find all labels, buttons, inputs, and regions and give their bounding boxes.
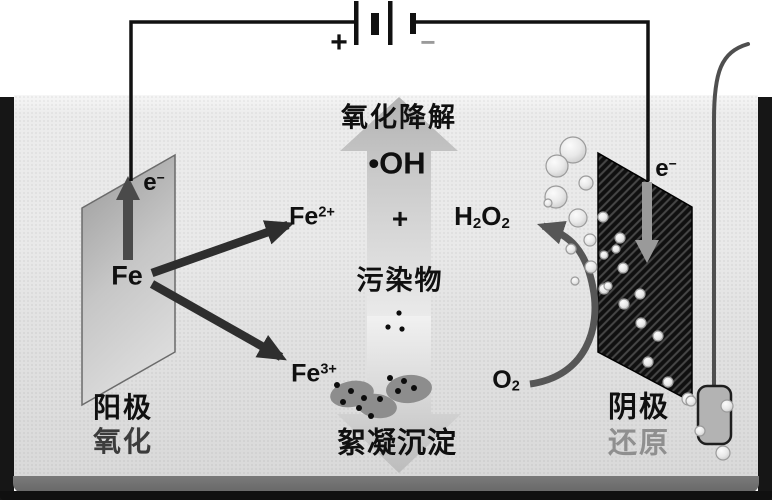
plus-label: +: [391, 203, 409, 234]
tank-wall-left: [0, 97, 14, 500]
wire-right: [416, 20, 650, 181]
electron-label-anode: e−: [143, 169, 165, 196]
flocculation-label: 絮凝沉淀: [336, 427, 458, 460]
wire-left: [129, 20, 354, 181]
battery-minus-label: −: [420, 27, 436, 57]
anode-plate: [81, 153, 176, 407]
tank-wall-right: [758, 97, 772, 500]
electron-label-cathode: e−: [655, 155, 677, 182]
sediment-layer: [13, 476, 759, 493]
battery-plate-short-1: [371, 13, 379, 35]
pollutant-dots: [385, 310, 405, 332]
battery-plate-long-2: [388, 1, 393, 45]
air-sparger: [696, 384, 733, 446]
cathode-electron-arrowhead: [635, 240, 659, 263]
anode-label: 阳极: [92, 392, 154, 423]
arrow-o2-to-h2o2: [529, 221, 599, 388]
degradation-label: 氧化降解: [341, 102, 457, 133]
battery-plus-label: +: [330, 26, 348, 59]
fe3-label: Fe3+: [291, 359, 337, 388]
tank-bottom: [0, 491, 772, 500]
battery-plate-long-1: [354, 1, 359, 45]
battery-plate-short-2: [410, 13, 416, 34]
hydroxyl-radical-label: •OH: [368, 145, 426, 181]
anode-electron-arrowhead: [116, 176, 140, 200]
pollutant-label: 污染物: [356, 265, 444, 296]
floc-blobs: [330, 374, 432, 419]
o2-label: O2: [492, 365, 520, 395]
cathode-label: 阴极: [607, 391, 671, 424]
reduction-label: 还原: [607, 427, 671, 460]
oxidation-label: 氧化: [92, 426, 154, 457]
fe2-label: Fe2+: [289, 202, 335, 231]
bubble-cluster: [543, 136, 734, 461]
iron-label: Fe: [111, 260, 143, 291]
air-tube: [712, 42, 750, 394]
arrow-fe-to-fe2: [150, 220, 295, 278]
big-up-arrow: [340, 97, 458, 330]
h2o2-label: H2O2: [454, 201, 510, 232]
arrow-fe-to-fe3: [149, 280, 287, 361]
floc-dots: [334, 375, 417, 419]
